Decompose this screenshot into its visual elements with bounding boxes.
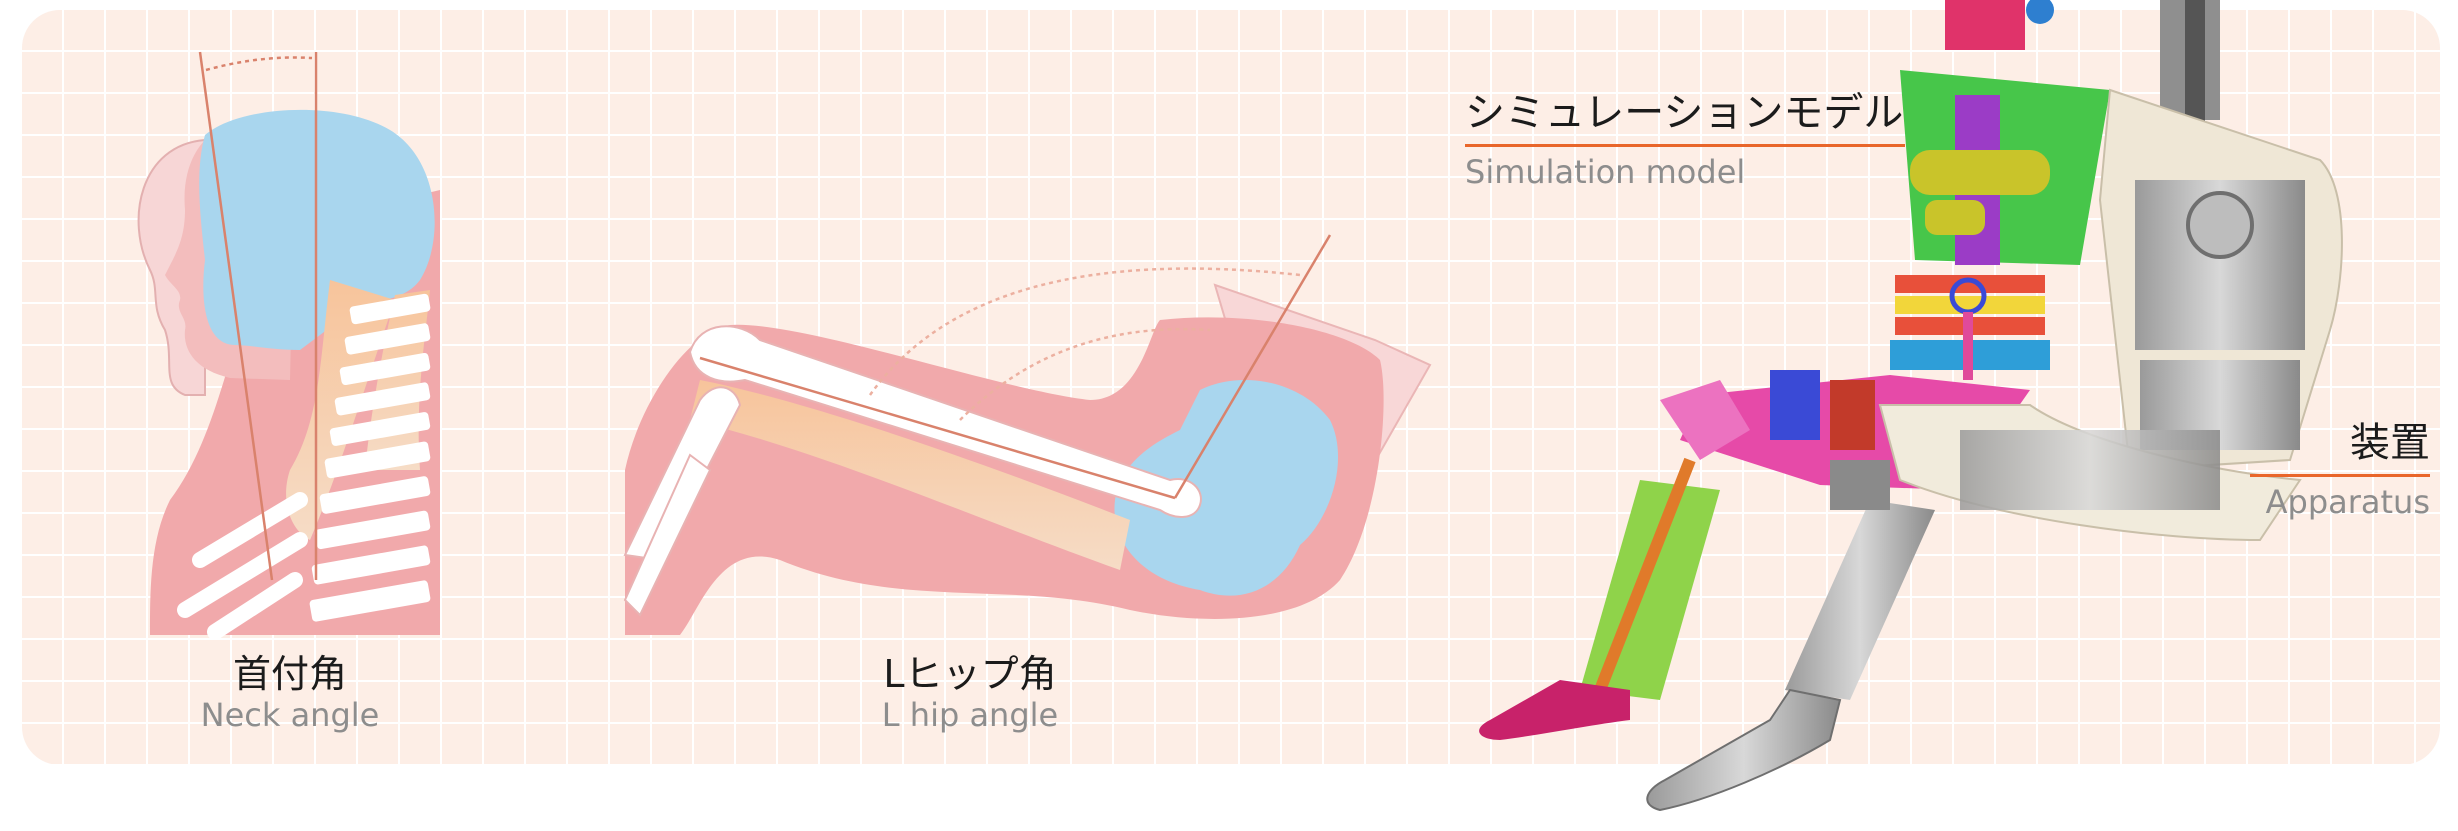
apparatus-foot	[1647, 690, 1840, 810]
simulation-model-jp: シミュレーションモデル	[1465, 80, 1905, 138]
apparatus-callout: 装置 Apparatus	[2250, 410, 2430, 521]
sim-head	[1945, 0, 2025, 50]
sim-foot	[1479, 680, 1630, 740]
neck-angle-label: 首付角 Neck angle	[190, 655, 390, 731]
apparatus-jp: 装置	[2250, 410, 2430, 468]
simulation-model-callout: シミュレーションモデル Simulation model	[1465, 80, 1905, 191]
neck-angle-figure	[139, 52, 440, 635]
hip-angle-figure	[625, 235, 1430, 635]
neck-angle-en: Neck angle	[190, 699, 390, 731]
hip-angle-en: L hip angle	[860, 699, 1080, 731]
apparatus-leader-line	[2250, 474, 2430, 477]
apparatus-en: Apparatus	[2250, 483, 2430, 521]
hip-angle-label: Lヒップ角 L hip angle	[860, 655, 1080, 731]
sim-lower-leg	[1580, 480, 1720, 700]
simulation-model-leader-line	[1465, 144, 1905, 147]
apparatus-shin	[1785, 500, 1935, 700]
simulation-model-en: Simulation model	[1465, 153, 1905, 191]
neck-angle-jp: 首付角	[190, 655, 390, 693]
hip-angle-jp: Lヒップ角	[860, 655, 1080, 693]
